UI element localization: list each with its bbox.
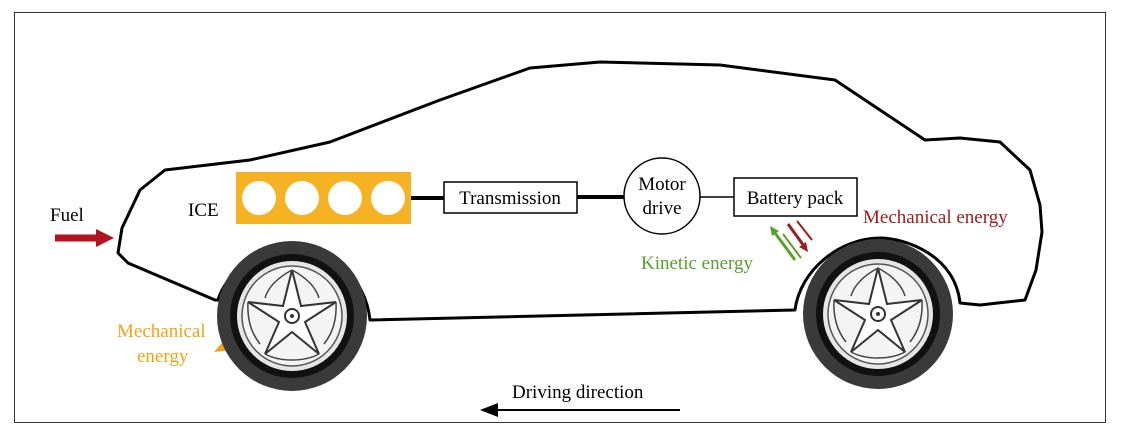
transmission-label: Transmission [459, 188, 561, 209]
fuel-label: Fuel [50, 205, 84, 226]
driving-direction-label: Driving direction [512, 382, 644, 403]
battery-pack-label: Battery pack [747, 188, 844, 209]
ice-label: ICE [188, 200, 219, 221]
kinetic-energy-arrow [770, 226, 802, 261]
right-wheel [803, 239, 953, 389]
mechanical-energy-right-arrow [786, 220, 813, 252]
motor-drive-circle [623, 157, 701, 235]
ice-engine-block [236, 172, 411, 224]
fuel-arrow [55, 229, 114, 247]
left-wheel [217, 241, 367, 391]
battery-pack-box [733, 177, 858, 217]
transmission-box [443, 181, 578, 214]
driving-direction-arrow [480, 403, 680, 417]
mechanical-energy-left-label-line1: Mechanical [117, 321, 206, 342]
kinetic-energy-label: Kinetic energy [641, 253, 754, 274]
motor-label-line1: Motor [638, 174, 686, 195]
motor-label-line2: drive [642, 198, 681, 219]
mechanical-energy-left-label-line2: energy [137, 346, 189, 367]
mechanical-energy-right-label: Mechanical energy [863, 207, 1008, 228]
